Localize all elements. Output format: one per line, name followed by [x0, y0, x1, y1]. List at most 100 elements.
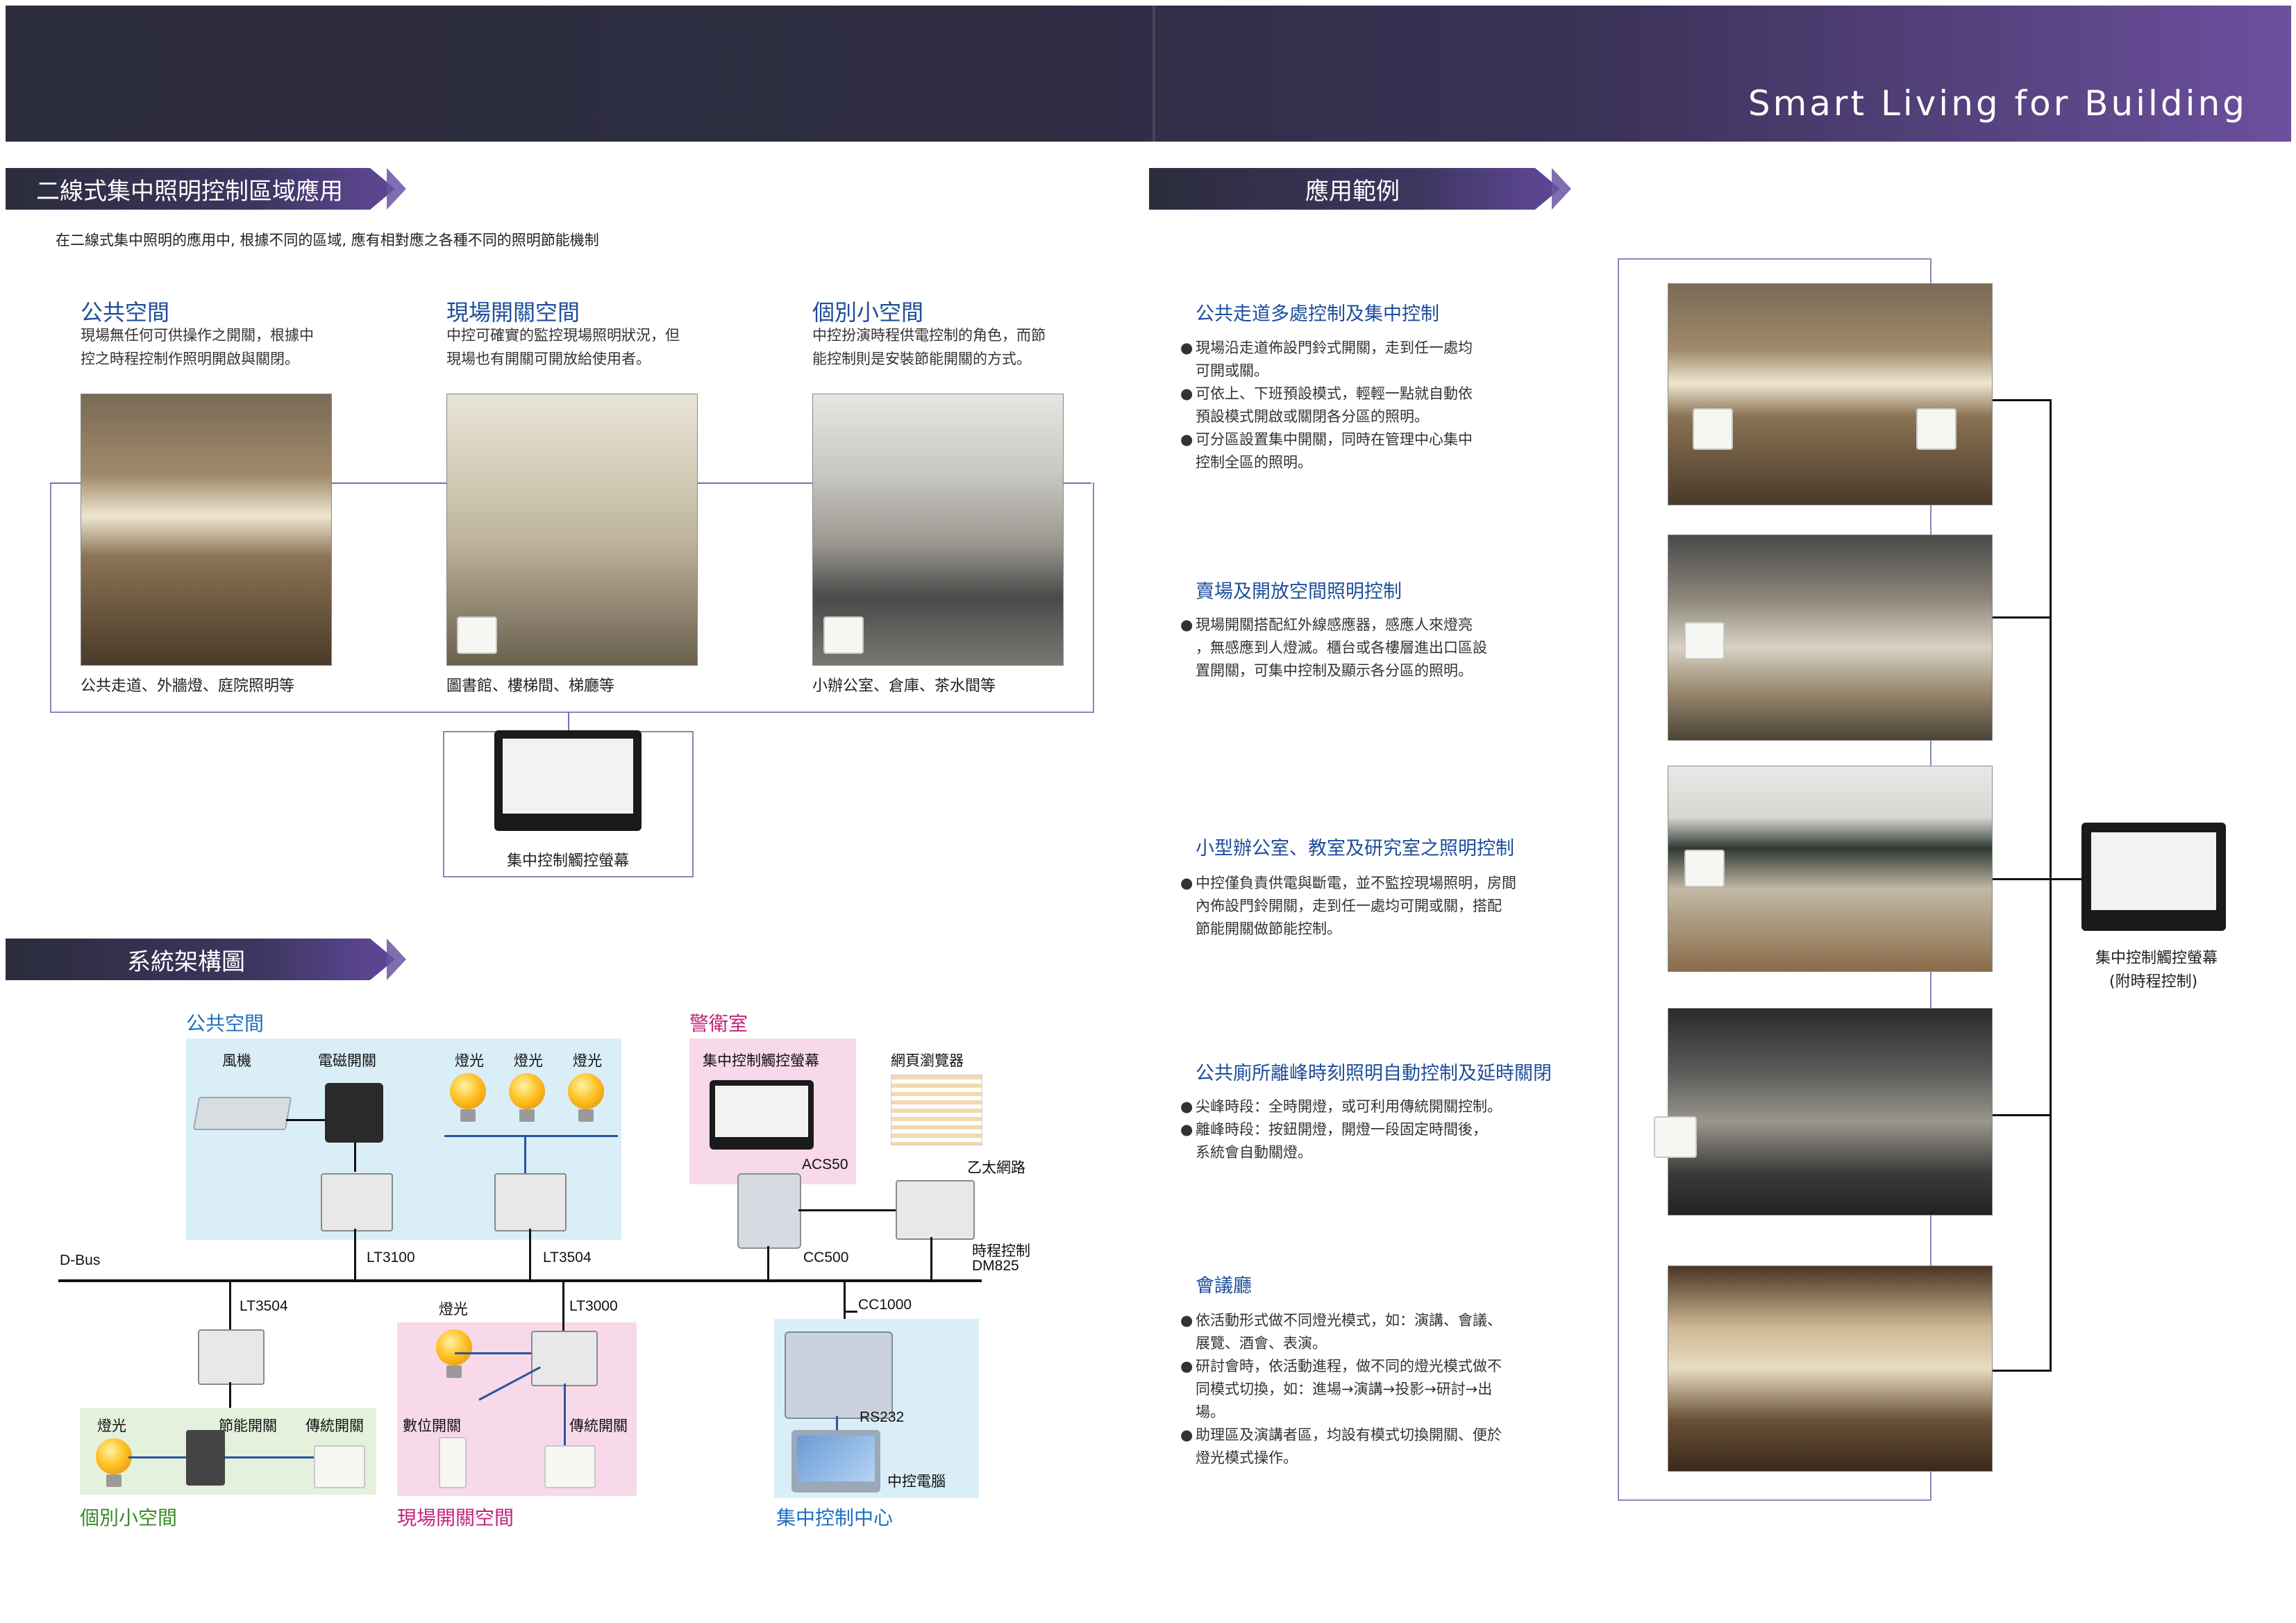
area-desc: 中控扮演時程供電控制的角色，而節: [812, 327, 1046, 344]
touch-screen-device: [494, 730, 642, 831]
area-title-onsite: 現場開關空間: [446, 299, 580, 326]
wire: [562, 1281, 564, 1331]
touch-screen-device: [2081, 823, 2226, 931]
example-bullet: ●: [1180, 1312, 1193, 1329]
wire: [930, 1237, 932, 1281]
wall-switch-icon: [823, 616, 864, 654]
example-text: 助理區及演講者區，均設有模式切換開關、便於: [1196, 1427, 1502, 1443]
wire: [229, 1382, 231, 1410]
area-frame: [50, 482, 1094, 713]
area-title-small: 個別小空間: [812, 299, 924, 326]
ethernet-label: 乙太網路: [967, 1160, 1025, 1176]
example-title: 會議廳: [1196, 1275, 1252, 1297]
wall-switch-icon: [1693, 408, 1733, 450]
page-fold: [1153, 6, 1155, 142]
example-text: 場。: [1196, 1404, 1225, 1420]
wire: [529, 1229, 531, 1281]
browser-table-icon: [891, 1075, 982, 1145]
lt3504-label: LT3504: [543, 1250, 592, 1265]
bulb-icon: [509, 1073, 545, 1109]
light-bus: [444, 1135, 618, 1137]
connector-line: [568, 712, 569, 732]
wall-switch-icon: [1684, 622, 1725, 659]
zone-onsite: [397, 1322, 637, 1496]
example-bullet: ●: [1180, 1358, 1193, 1374]
light-label: 燈光: [573, 1053, 602, 1069]
dm825-label: 時程控制: [972, 1243, 1030, 1259]
example-bullet: ●: [1180, 1427, 1193, 1443]
touch-screen-caption: 集中控制觸控螢幕: [2095, 950, 2218, 967]
zone-title-onsite: 現場開關空間: [397, 1506, 514, 1529]
cc500-label: CC500: [803, 1250, 849, 1265]
frame-line: [696, 482, 812, 484]
section-title-text: 應用範例: [1149, 168, 1535, 210]
example-title: 小型辦公室、教室及研究室之照明控制: [1196, 838, 1514, 859]
example-bullet: ●: [1180, 431, 1193, 448]
dbus-line: [58, 1279, 982, 1282]
trad-switch-label: 傳統開關: [305, 1418, 364, 1434]
connector-line: [1991, 1114, 2050, 1116]
lt3504-module: [494, 1173, 567, 1231]
example-text: 置開關，可集中控制及顯示各分區的照明。: [1196, 662, 1473, 679]
dbus-label: D-Bus: [60, 1252, 101, 1268]
touch-screen-caption: (附時程控制): [2109, 973, 2198, 991]
cc1000-device: [785, 1331, 893, 1419]
example-text: 內佈設門鈴開關，走到任一處均可開或關，搭配: [1196, 898, 1502, 914]
wall-switch-icon: [1654, 1116, 1697, 1158]
wall-switch-icon: [314, 1445, 365, 1488]
contactor-icon: [325, 1083, 383, 1143]
example-text: 節能開關做節能控制。: [1196, 920, 1341, 937]
dm825-module: [896, 1180, 975, 1240]
example-text: 燈光模式操作。: [1196, 1449, 1298, 1466]
section-title-text: 二線式集中照明控制區域應用: [6, 168, 370, 210]
area-title-public: 公共空間: [81, 299, 170, 326]
touch-screen-display: [2091, 832, 2216, 910]
touch-screen-icon: [710, 1080, 814, 1150]
chevron-icon: [1552, 168, 1571, 210]
area-caption: 公共走道、外牆燈、庭院照明等: [81, 678, 295, 695]
area-desc: 能控制則是安裝節能開關的方式。: [812, 351, 1031, 367]
example-title: 公共廁所離峰時刻照明自動控制及延時關閉: [1196, 1063, 1552, 1084]
touch-screen-label: 集中控制觸控螢幕: [703, 1053, 819, 1069]
lt3000-module: [531, 1331, 598, 1386]
zone-title-public: 公共空間: [186, 1012, 265, 1035]
bulb-base: [519, 1109, 535, 1122]
rs232-label: RS232: [860, 1409, 905, 1425]
wire: [767, 1246, 769, 1281]
wire: [286, 1119, 325, 1121]
lt3504-module: [198, 1329, 265, 1385]
example-text: 同模式切換，如：進場→演講→投影→研討→出: [1196, 1381, 1493, 1397]
header-band: [6, 6, 2291, 142]
chevron-icon: [387, 939, 406, 980]
example-text: 可依上、下班預設模式，輕輕一點就自動依: [1196, 385, 1473, 402]
example-text: 中控僅負責供電與斷電，並不監控現場照明，房間: [1196, 875, 1516, 891]
energy-switch-label: 節能開關: [219, 1418, 277, 1434]
meeting-hall-photo: [1668, 1265, 1993, 1472]
example-text: 展覽、酒會、表演。: [1196, 1335, 1327, 1352]
wire: [128, 1456, 186, 1458]
wire: [844, 1281, 846, 1322]
intro-text: 在二線式集中照明的應用中, 根據不同的區域, 應有相對應之各種不同的照明節能機制: [56, 232, 599, 249]
area-desc: 現場無任何可供操作之開關，根據中: [81, 327, 314, 344]
example-text: 依活動形式做不同燈光模式，如：演講、會議、: [1196, 1312, 1502, 1329]
energy-switch-icon: [186, 1430, 225, 1486]
wire: [354, 1229, 356, 1281]
pc-label: 中控電腦: [887, 1474, 946, 1490]
connector-line: [1991, 399, 2050, 401]
bulb-icon: [436, 1329, 472, 1365]
bulb-icon: [568, 1073, 604, 1109]
area-caption: 圖書館、樓梯間、梯廳等: [446, 678, 615, 695]
wire: [229, 1281, 231, 1329]
example-text: 現場沿走道佈設門鈴式開關，走到任一處均: [1196, 339, 1473, 356]
connector-line: [2050, 399, 2052, 1372]
light-label: 燈光: [439, 1302, 468, 1318]
fan-label: 風機: [222, 1053, 251, 1069]
example-bullet: ●: [1180, 1121, 1193, 1138]
bulb-icon: [450, 1073, 486, 1109]
example-text: 離峰時段：按鈕開燈，開燈一段固定時間後，: [1196, 1121, 1487, 1138]
example-bullet: ●: [1180, 385, 1193, 402]
brand-title: Smart Living for Building: [1748, 83, 2247, 124]
example-bullet: ●: [1180, 616, 1193, 633]
acs50-label: ACS50: [802, 1157, 848, 1172]
wire: [354, 1143, 356, 1172]
